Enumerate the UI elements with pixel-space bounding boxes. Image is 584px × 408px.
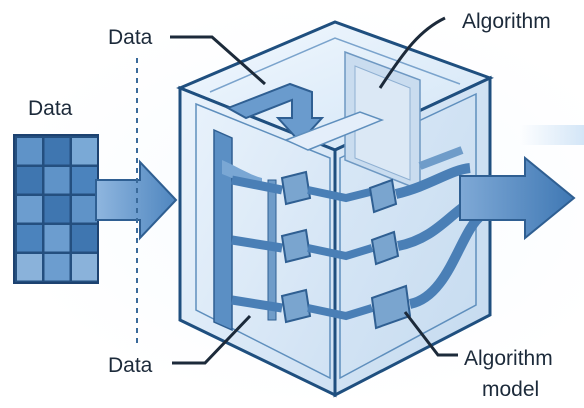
processing-node xyxy=(280,288,312,324)
data-cell xyxy=(17,196,42,223)
data-bus-left xyxy=(213,128,233,332)
data-cell xyxy=(44,254,70,281)
data-cell xyxy=(72,167,97,194)
algorithm-model-node xyxy=(370,284,412,330)
processing-node xyxy=(280,170,312,206)
data-table-icon xyxy=(13,134,99,284)
data-cell xyxy=(17,225,42,252)
algorithm-cube xyxy=(176,20,494,398)
callout-line-algorithm-model xyxy=(403,311,458,357)
processing-node xyxy=(370,284,412,330)
arrow-right-icon xyxy=(459,155,576,241)
data-cell xyxy=(44,196,70,223)
data-cell xyxy=(17,138,42,165)
label-data-left: Data xyxy=(28,97,73,120)
data-cell xyxy=(44,225,70,252)
data-cell xyxy=(72,196,97,223)
label-algorithm: Algorithm xyxy=(462,10,551,33)
label-data-bottom: Data xyxy=(108,354,153,377)
callout-line-algorithm xyxy=(378,16,446,89)
processing-node xyxy=(368,178,398,214)
callout-line-data-top xyxy=(170,35,266,86)
processing-node xyxy=(370,230,400,266)
data-cell xyxy=(17,254,42,281)
label-data-top: Data xyxy=(108,26,153,49)
callout-line-data-bottom xyxy=(172,314,252,365)
label-algorithm-model-line2: model xyxy=(482,378,539,401)
data-cell xyxy=(72,225,97,252)
data-cell xyxy=(44,138,70,165)
processing-node xyxy=(280,228,312,264)
data-cell xyxy=(44,167,70,194)
data-cell xyxy=(17,167,42,194)
output-glow xyxy=(520,125,584,145)
data-cell xyxy=(72,138,97,165)
label-algorithm-model-line1: Algorithm xyxy=(464,347,553,370)
data-cell xyxy=(72,254,97,281)
